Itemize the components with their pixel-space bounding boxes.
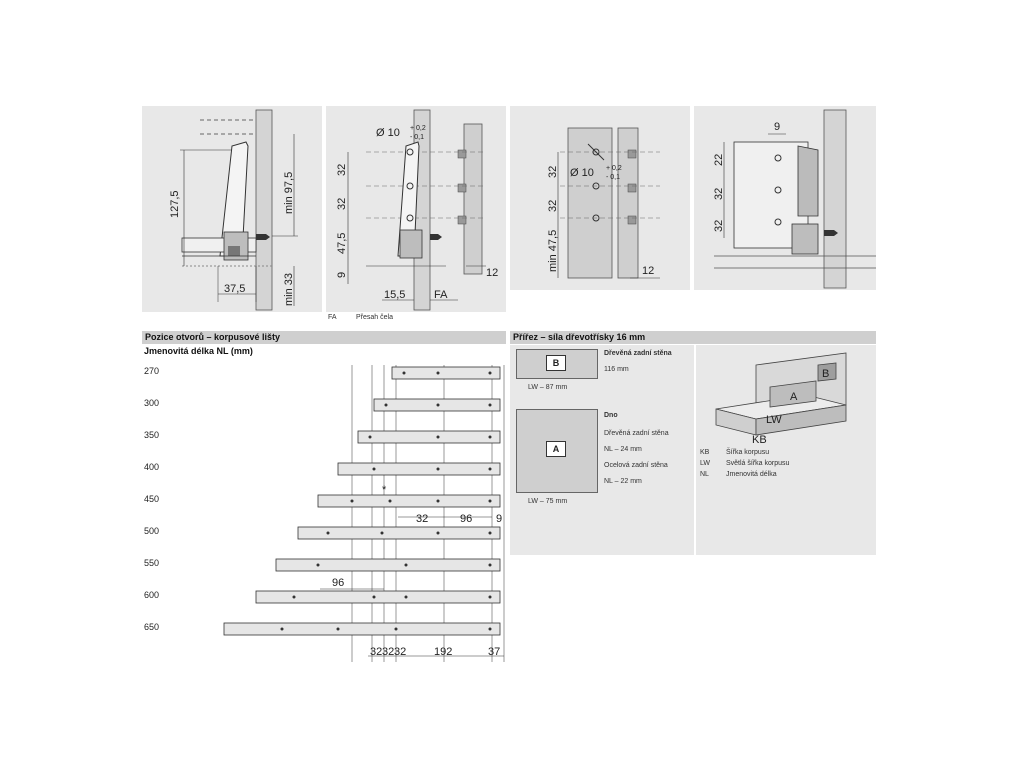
dim-192-bottom: 192 (434, 646, 452, 658)
panel-b-label: B (546, 355, 566, 371)
dim-32-row450: 32 (416, 513, 428, 525)
panel-a-heading: Dno (604, 412, 618, 419)
iso-label-b: B (822, 368, 829, 380)
dim-fa: FA (434, 289, 448, 301)
dim-diameter-10: Ø 10 (376, 127, 400, 139)
iso-label-kb: KB (752, 434, 767, 446)
length-label: 600 (144, 590, 160, 600)
dim-96-row550: 96 (332, 577, 344, 589)
legend-code: LW (700, 460, 710, 467)
fa-caption-code: FA (328, 314, 337, 321)
legend-text: Šířka korpusu (726, 449, 770, 456)
legend-text: Světlá šířka korpusu (726, 460, 790, 467)
dim-37-5: 37,5 (224, 283, 245, 295)
dim-32-lower: 32 (336, 198, 348, 210)
length-label: 350 (144, 430, 160, 440)
back-panel-drilling-diagram: Ø 10 + 0,2 - 0,1 32 32 min 47,5 12 (510, 106, 690, 290)
hole-position-rails-drawing: * 32 96 9 96 32 32 32 192 37 (223, 365, 505, 662)
legend-code: NL (700, 471, 709, 478)
dim-32-upper: 32 (547, 166, 559, 178)
dim-9: 9 (774, 121, 780, 133)
iso-label-a: A (790, 391, 798, 403)
iso-label-lw: LW (766, 414, 782, 426)
tolerance-minus: - 0,1 (606, 174, 620, 181)
cutting-table: B Dřevěná zadní stěna 116 mm LW – 87 mm … (510, 345, 694, 555)
dim-32-bottom-a: 32 (370, 646, 382, 658)
length-label: 400 (144, 462, 160, 472)
dim-9-row450: 9 (496, 513, 502, 525)
asterisk-marker: * (382, 484, 387, 496)
section-title-hole-positions: Pozice otvorů – korpusové lišty (142, 331, 506, 344)
tolerance-plus: + 0,2 (606, 165, 622, 172)
side-profile-drawing: 127,5 min 97,5 37,5 min 33 (169, 109, 298, 311)
dim-min-33: min 33 (283, 273, 295, 306)
dim-12: 12 (486, 267, 498, 279)
front-view-drawing: 9 22 32 32 (713, 109, 876, 289)
dim-32-lower: 32 (713, 220, 725, 232)
dim-min-47-5: min 47,5 (547, 230, 559, 272)
legend-row-lw: LW Světlá šířka korpusu (700, 460, 789, 467)
legend-row-kb: KB Šířka korpusu (700, 449, 769, 456)
drawer-isometric-panel: B A LW KB KB Šířka korpusu LW Světlá šířka… (696, 345, 876, 555)
panel-a-line1: Dřevěná zadní stěna (604, 430, 669, 437)
length-label: 300 (144, 398, 160, 408)
dim-37-bottom: 37 (488, 646, 500, 658)
hole-position-table: * 32 96 9 96 32 32 32 192 37 (142, 345, 506, 662)
panel-a-line4: NL – 22 mm (604, 478, 642, 485)
panel-a-line3: Ocelová zadní stěna (604, 462, 668, 469)
dim-127-5: 127,5 (169, 190, 181, 218)
length-label: 450 (144, 494, 160, 504)
fa-caption-text: Přesah čela (356, 314, 393, 321)
panel-b-heading: Dřevěná zadní stěna (604, 350, 672, 357)
section-title-cutting: Přířez – síla dřevotřísky 16 mm (510, 331, 876, 344)
length-label: 270 (144, 366, 160, 376)
dim-15-5: 15,5 (384, 289, 405, 301)
legend-code: KB (700, 449, 710, 456)
tolerance-plus: + 0,2 (410, 125, 426, 132)
dim-32-bottom-b: 32 (382, 646, 394, 658)
dim-32-lower: 32 (547, 200, 559, 212)
panel-a-width: LW – 75 mm (528, 498, 568, 505)
tolerance-minus: - 0,1 (410, 134, 424, 141)
panel-a-label: A (546, 441, 566, 457)
length-label: 550 (144, 558, 160, 568)
back-panel-drilling-drawing: Ø 10 + 0,2 - 0,1 32 32 min 47,5 12 (547, 127, 660, 279)
dim-32-upper: 32 (713, 188, 725, 200)
dim-min-97-5: min 97,5 (283, 172, 295, 214)
nominal-length-subtitle: Jmenovitá délka NL (mm) (144, 346, 253, 356)
dim-12: 12 (642, 265, 654, 277)
dim-9: 9 (336, 272, 348, 278)
front-view-diagram: 9 22 32 32 (694, 106, 876, 290)
legend-text: Jmenovitá délka (726, 471, 777, 478)
legend-row-nl: NL Jmenovitá délka (700, 471, 777, 478)
dim-47-5: 47,5 (336, 233, 348, 254)
side-profile-diagram: 127,5 min 97,5 37,5 min 33 (142, 106, 322, 312)
length-label: 650 (144, 622, 160, 632)
panel-b-size: 116 mm (604, 366, 629, 373)
drawer-isometric-drawing: B A LW KB (715, 352, 847, 446)
hole-position-side-drawing: Ø 10 + 0,2 - 0,1 32 32 47,5 9 15,5 FA 12 (336, 109, 498, 311)
hole-position-side-diagram: Ø 10 + 0,2 - 0,1 32 32 47,5 9 15,5 FA 12 (326, 106, 506, 312)
dim-96-row450: 96 (460, 513, 472, 525)
panel-b-width: LW – 87 mm (528, 384, 568, 391)
dim-32-bottom-c: 32 (394, 646, 406, 658)
panel-a-line2: NL – 24 mm (604, 446, 642, 453)
dim-22: 22 (713, 154, 725, 166)
dim-32-upper: 32 (336, 164, 348, 176)
length-label: 500 (144, 526, 160, 536)
dim-diameter-10: Ø 10 (570, 167, 594, 179)
